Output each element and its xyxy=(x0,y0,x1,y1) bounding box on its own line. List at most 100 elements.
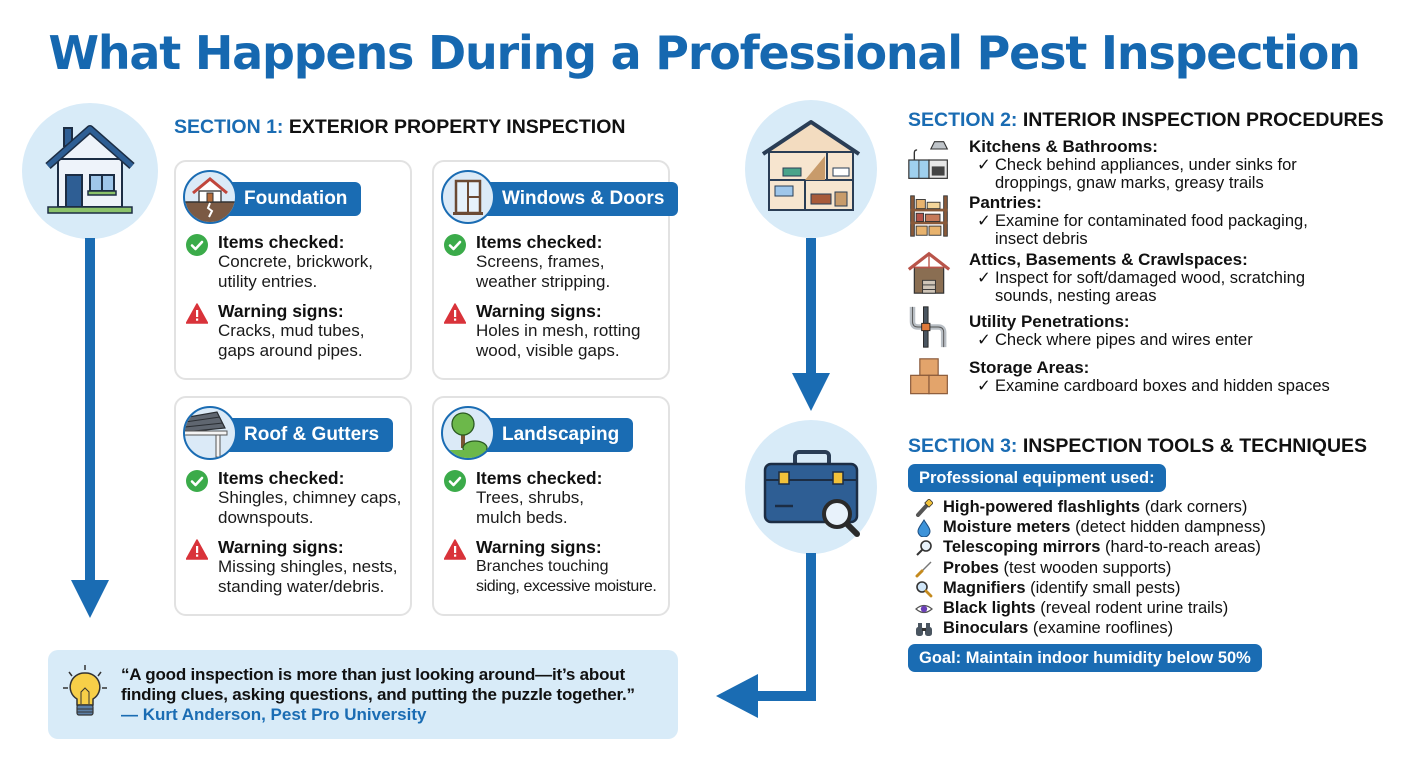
quote-line: “A good inspection is more than just loo… xyxy=(121,665,625,684)
boxes-icon xyxy=(910,358,948,395)
attic-icon xyxy=(907,251,951,294)
tool-desc: (identify small pests) xyxy=(1030,578,1181,597)
section2-number: SECTION 2: xyxy=(908,109,1018,131)
warning-triangle-icon xyxy=(186,303,208,324)
warning-signs-line: Missing shingles, nests, xyxy=(218,557,398,576)
goal-pill: Goal: Maintain indoor humidity below 50% xyxy=(908,644,1262,672)
items-checked-label: Items checked: xyxy=(476,468,603,488)
s2-item-heading: Attics, Basements & Crawlspaces: xyxy=(969,250,1248,269)
tool-name: High-powered flashlights xyxy=(943,498,1141,516)
items-checked: Items checked: Shingles, chimney caps, d… xyxy=(186,468,408,528)
s2-item-text: sounds, nesting areas xyxy=(995,287,1157,305)
tool-desc: (hard-to-reach areas) xyxy=(1105,538,1261,557)
tool-item: Telescoping mirrors (hard-to-reach areas… xyxy=(915,537,1266,557)
s2-item-text: ✓Check where pipes and wires enter xyxy=(977,331,1253,349)
tool-name: Black lights xyxy=(943,598,1036,617)
roof-gutter-icon xyxy=(183,406,237,460)
window-icon xyxy=(441,170,495,224)
card-landscaping: Landscaping Items checked: Trees, shrubs… xyxy=(432,396,670,616)
check-circle-icon xyxy=(444,470,466,492)
card-windows-doors: Windows & Doors Items checked: Screens, … xyxy=(432,160,679,380)
warning-signs-line: wood, visible gaps. xyxy=(476,341,620,360)
tool-list: High-powered flashlights (dark corners) … xyxy=(915,497,1266,638)
items-checked-label: Items checked: xyxy=(218,232,345,252)
quote-text: “A good inspection is more than just loo… xyxy=(121,665,635,705)
tool-name: Binoculars xyxy=(943,619,1029,638)
flow-line-2 xyxy=(806,238,816,378)
magnifier-icon xyxy=(916,580,933,598)
checkmark-icon: ✓ xyxy=(977,269,991,287)
quote-attribution: — Kurt Anderson, Pest Pro University xyxy=(121,705,427,724)
house-icon xyxy=(45,125,135,214)
warning-triangle-icon xyxy=(444,539,466,560)
tool-item: Moisture meters (detect hidden dampness) xyxy=(915,517,1266,538)
warning-triangle-icon xyxy=(186,539,208,560)
card-title-pill: Landscaping xyxy=(474,418,634,452)
warning-signs: Warning signs: Branches touching siding,… xyxy=(444,537,666,597)
tool-desc: (dark corners) xyxy=(1144,498,1248,516)
checkmark-icon: ✓ xyxy=(977,156,991,174)
warning-signs-line: standing water/debris. xyxy=(218,577,385,596)
s2-item-heading: Pantries: xyxy=(969,193,1042,212)
section1-heading: SECTION 1: EXTERIOR PROPERTY INSPECTION xyxy=(174,116,625,139)
card-title-pill: Foundation xyxy=(216,182,362,216)
warning-signs-line: Cracks, mud tubes, xyxy=(218,321,365,340)
items-checked-line: Concrete, brickwork, xyxy=(218,252,373,271)
toolbox-magnifier-icon xyxy=(763,450,860,537)
flow-line-3 xyxy=(806,553,816,701)
items-checked-line: Shingles, chimney caps, xyxy=(218,488,402,507)
warning-signs: Warning signs: Cracks, mud tubes, gaps a… xyxy=(186,301,408,361)
card-title-pill: Windows & Doors xyxy=(474,182,679,216)
kitchen-icon xyxy=(908,141,949,179)
eye-icon xyxy=(915,604,933,614)
flow-arrow-down-1 xyxy=(71,580,109,618)
water-drop-icon xyxy=(917,519,931,538)
s2-item-kitchens: Kitchens & Bathrooms: ✓Check behind appl… xyxy=(905,138,1375,192)
flow-line-1 xyxy=(85,238,95,583)
warning-signs-label: Warning signs: xyxy=(476,301,602,321)
flow-arrow-down-2 xyxy=(792,373,830,411)
equipment-label-pill: Professional equipment used: xyxy=(908,464,1166,492)
s2-item-pantries: Pantries: ✓Examine for contaminated food… xyxy=(905,194,1375,248)
pantry-shelf-icon xyxy=(910,195,948,237)
tool-item: Binoculars (examine rooflines) xyxy=(915,618,1266,638)
s2-item-text: ✓Examine for contaminated food packaging… xyxy=(977,212,1308,230)
warning-signs-label: Warning signs: xyxy=(476,537,602,557)
section2-title: INTERIOR INSPECTION PROCEDURES xyxy=(1022,109,1384,131)
section2-heading: SECTION 2: INTERIOR INSPECTION PROCEDURE… xyxy=(908,109,1384,132)
checkmark-icon: ✓ xyxy=(977,377,991,395)
tool-name: Telescoping mirrors xyxy=(943,538,1101,557)
items-checked: Items checked: Trees, shrubs, mulch beds… xyxy=(444,468,666,528)
probe-icon xyxy=(915,561,932,578)
tool-desc: (test wooden supports) xyxy=(1003,558,1172,577)
items-checked-line: Trees, shrubs, xyxy=(476,488,585,507)
interior-circle xyxy=(745,100,877,238)
exterior-circle xyxy=(22,103,158,239)
flow-line-4 xyxy=(752,691,816,701)
tool-item: High-powered flashlights (dark corners) xyxy=(915,497,1266,517)
tool-item: Probes (test wooden supports) xyxy=(915,558,1266,578)
section1-title: EXTERIOR PROPERTY INSPECTION xyxy=(288,116,626,138)
items-checked: Items checked: Screens, frames, weather … xyxy=(444,232,666,292)
flashlight-icon xyxy=(916,499,933,517)
warning-signs-line: siding, excessive moisture. xyxy=(476,578,657,595)
section3-title: INSPECTION TOOLS & TECHNIQUES xyxy=(1022,435,1368,457)
tool-name: Probes xyxy=(943,558,999,577)
s2-item-storage: Storage Areas: ✓Examine cardboard boxes … xyxy=(905,358,1375,395)
s2-item-text: ✓Examine cardboard boxes and hidden spac… xyxy=(977,377,1330,395)
s2-item-attics: Attics, Basements & Crawlspaces: ✓Inspec… xyxy=(905,251,1375,305)
warning-triangle-icon xyxy=(444,303,466,324)
card-roof-gutters: Roof & Gutters Items checked: Shingles, … xyxy=(174,396,412,616)
warning-signs-label: Warning signs: xyxy=(218,301,344,321)
items-checked-line: Screens, frames, xyxy=(476,252,605,271)
warning-signs-line: Branches touching xyxy=(476,558,609,575)
items-checked: Items checked: Concrete, brickwork, util… xyxy=(186,232,408,292)
s2-item-text: ✓Check behind appliances, under sinks fo… xyxy=(977,156,1297,174)
s2-item-text: droppings, gnaw marks, greasy trails xyxy=(995,174,1264,192)
tools-circle xyxy=(745,420,877,554)
tool-name: Magnifiers xyxy=(943,578,1026,597)
house-cutaway-icon xyxy=(761,120,861,211)
pipes-icon xyxy=(909,306,947,348)
tool-desc: (reveal rodent urine trails) xyxy=(1040,598,1229,617)
page-title: What Happens During a Professional Pest … xyxy=(48,26,1361,80)
